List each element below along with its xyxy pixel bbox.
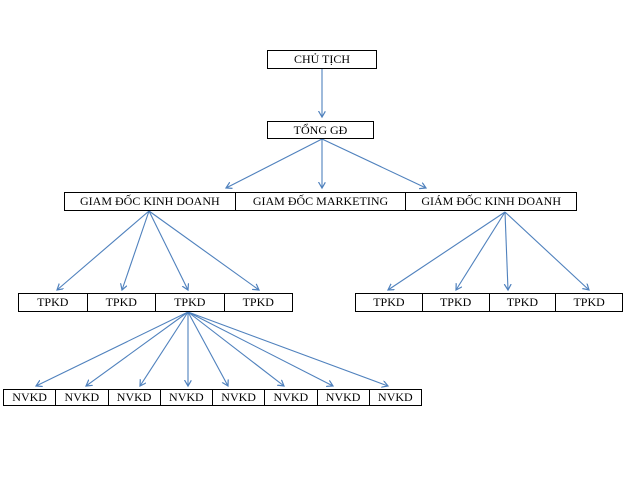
node-nvkd-6: NVKD — [264, 389, 318, 406]
node-tpkd-right-4: TPKD — [555, 293, 623, 312]
node-nvkd-3: NVKD — [107, 389, 161, 406]
row-directors: GIAM ĐỐC KINH DOANH GIAM ĐỐC MARKETING G… — [64, 192, 578, 211]
node-tpkd-right-3: TPKD — [488, 293, 557, 312]
node-nvkd-8: NVKD — [368, 389, 422, 406]
node-nvkd-2: NVKD — [55, 389, 109, 406]
node-nvkd-5: NVKD — [212, 389, 266, 406]
node-nvkd-4: NVKD — [159, 389, 213, 406]
node-giam-doc-marketing: GIAM ĐỐC MARKETING — [234, 192, 407, 211]
node-tpkd-right-2: TPKD — [421, 293, 490, 312]
node-tpkd-left-3: TPKD — [155, 293, 225, 312]
node-giam-doc-kinh-doanh-right: GIÁM ĐỐC KINH DOANH — [405, 192, 578, 211]
node-nvkd-1: NVKD — [3, 389, 57, 406]
node-tpkd-left-4: TPKD — [223, 293, 293, 312]
node-giam-doc-kinh-doanh-left: GIAM ĐỐC KINH DOANH — [64, 192, 236, 211]
node-tpkd-left-1: TPKD — [18, 293, 88, 312]
row-tpkd-right: TPKD TPKD TPKD TPKD — [355, 293, 623, 312]
node-chu-tich: CHỦ TỊCH — [267, 50, 377, 69]
node-nvkd-7: NVKD — [316, 389, 370, 406]
node-tong-gd: TỔNG GĐ — [267, 121, 374, 139]
node-tpkd-right-1: TPKD — [355, 293, 423, 312]
node-tpkd-left-2: TPKD — [86, 293, 156, 312]
row-nvkd: NVKD NVKD NVKD NVKD NVKD NVKD NVKD NVKD — [3, 389, 422, 406]
row-tpkd-left: TPKD TPKD TPKD TPKD — [18, 293, 293, 312]
